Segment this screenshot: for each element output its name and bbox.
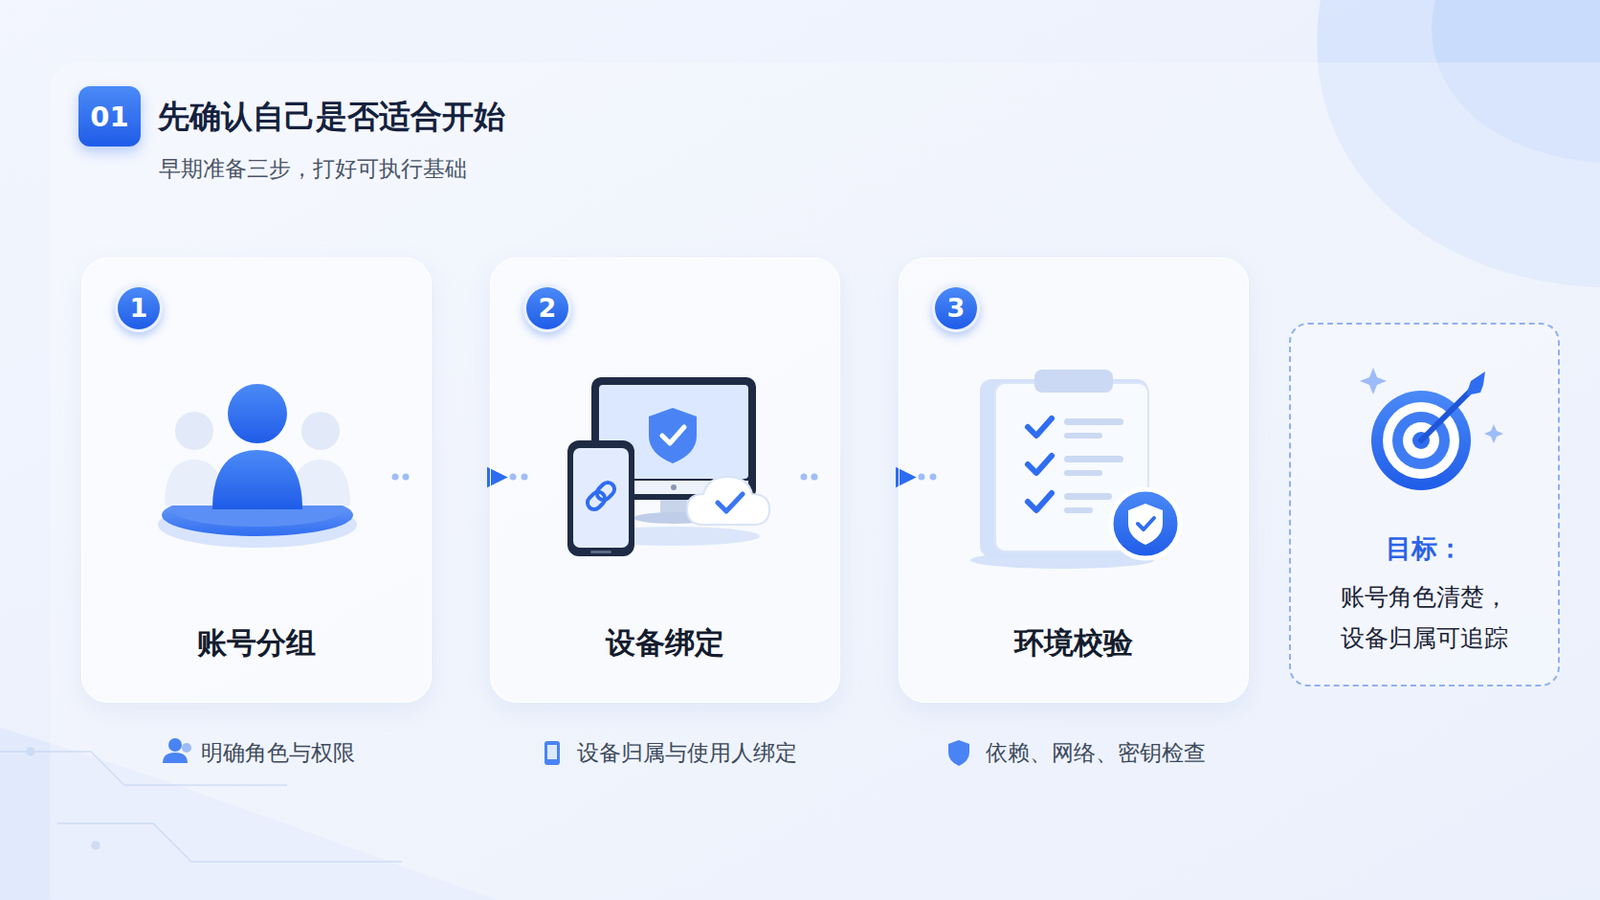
section-number: 01 [89,99,129,134]
subtitle: 早期准备三步，打好可执行基础 [158,153,467,184]
step-caption: 明确角色与权限 [200,736,356,768]
step-caption: 设备归属与使用人绑定 [577,736,798,768]
goal-heading: 目标： [1385,530,1464,567]
section-badge: 01 [78,86,141,147]
step-caption: 依赖、网络、密钥检查 [985,736,1206,768]
target-icon [1359,367,1504,490]
step-title: 设备绑定 [605,622,725,662]
callout-number: 3 [947,291,966,325]
step-number: 1 [114,284,163,333]
goal-box: 目标： 账号角色清楚， 设备归属可追踪 [1288,322,1560,687]
step-title: 账号分组 [197,622,316,662]
flow-arrow [412,474,494,481]
step-number: 3 [932,284,980,333]
callout-number: 1 [130,291,149,325]
step-card: 环境校验 3 [898,257,1249,703]
checklist-icon [970,369,1180,569]
step-title: 环境校验 [1014,622,1134,662]
devices-icon [567,377,770,556]
goal-text: 账号角色清楚， 设备归属可追踪 [1333,576,1516,659]
flow-arrow [821,474,903,481]
step-number: 2 [523,284,572,333]
page-title: 先确认自己是否适合开始 [157,95,506,138]
step-card: 账号分组 1 [81,257,432,703]
step-card: 设备绑定 2 [489,257,841,703]
callout-number: 2 [538,291,557,325]
people-icon [157,383,357,548]
